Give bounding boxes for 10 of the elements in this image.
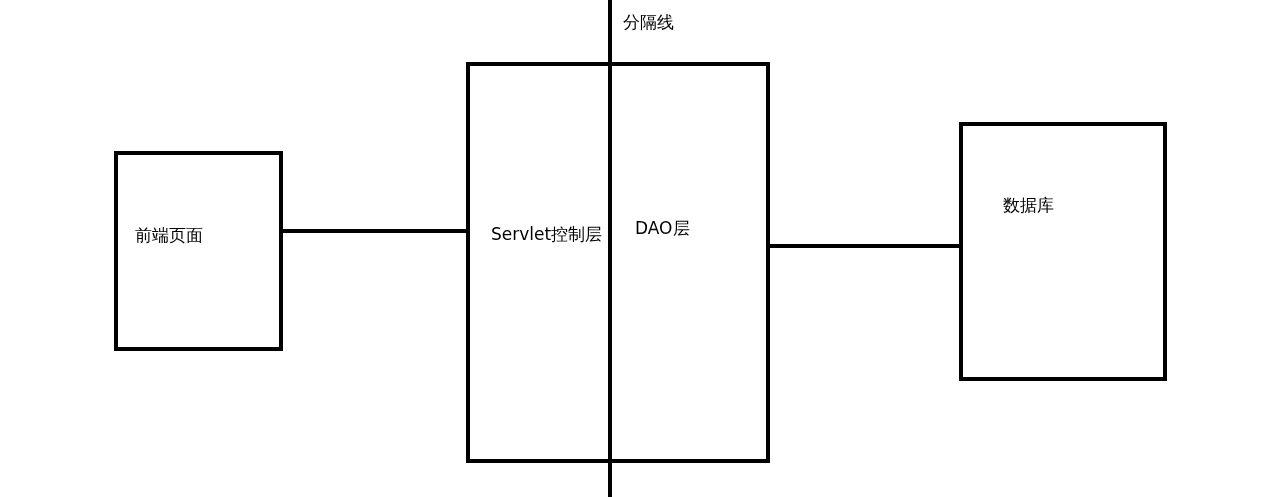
- node-label: DAO层: [635, 218, 690, 239]
- node-label: 前端页面: [135, 225, 203, 246]
- node-label: 数据库: [1003, 195, 1054, 216]
- component-box: [959, 122, 1167, 381]
- connector-line: [770, 244, 959, 248]
- divider-label: 分隔线: [623, 12, 674, 33]
- component-box: [114, 151, 283, 351]
- layer-box: [466, 62, 770, 463]
- node-label: Servlet控制层: [491, 224, 603, 245]
- connector-line: [283, 229, 466, 233]
